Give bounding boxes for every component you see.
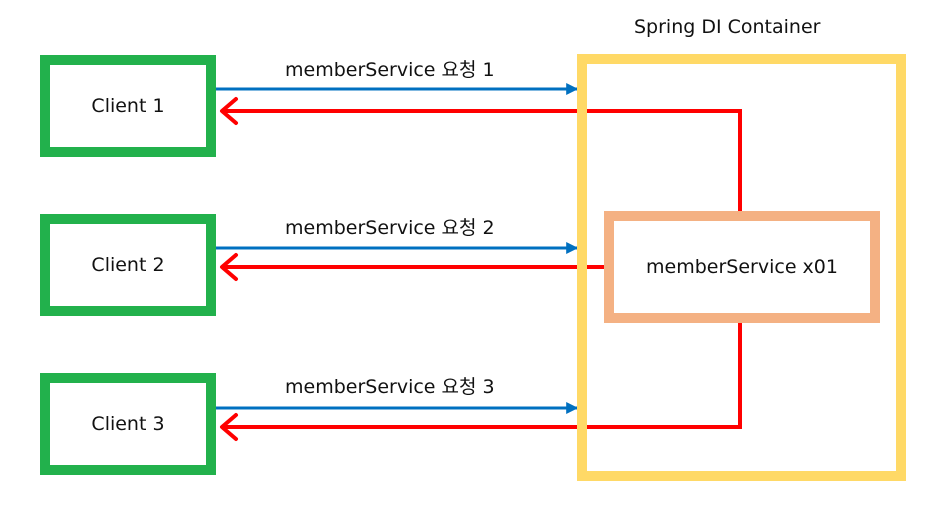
client-box-1: Client 1 <box>40 55 216 157</box>
member-service-box: memberService x01 <box>604 211 880 323</box>
response-arrow-3-head <box>220 413 238 441</box>
request-label-1: memberService 요청 1 <box>285 59 495 81</box>
client-box-3: Client 3 <box>40 373 216 475</box>
request-label-3: memberService 요청 3 <box>285 376 495 398</box>
response-arrow-3 <box>224 320 742 429</box>
request-label-2: memberService 요청 2 <box>285 217 495 239</box>
container-title: Spring DI Container <box>634 16 821 38</box>
client-box-2: Client 2 <box>40 214 216 316</box>
container-box <box>577 54 906 481</box>
client-label-2: Client 2 <box>91 254 165 276</box>
client-label-1: Client 1 <box>91 95 165 117</box>
response-arrow-2-head <box>220 253 238 281</box>
client-label-3: Client 3 <box>91 413 165 435</box>
member-service-label: memberService x01 <box>646 256 838 278</box>
response-arrow-1 <box>224 109 742 211</box>
response-arrow-1-head <box>220 97 238 125</box>
